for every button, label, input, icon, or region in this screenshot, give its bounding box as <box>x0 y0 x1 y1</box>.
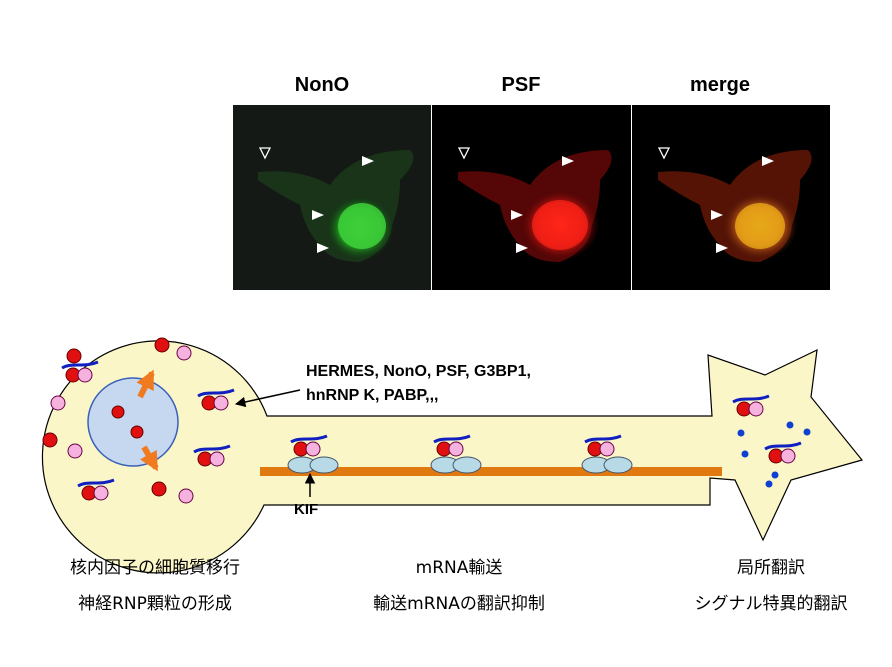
neuron-cell-body <box>41 340 864 574</box>
caption-axon-line1: mRNA輸送 <box>415 558 503 578</box>
transport-complex <box>581 434 633 474</box>
free-red-particles <box>42 337 170 497</box>
kif-label: KIF <box>294 501 318 518</box>
molecule-label-line2: hnRNP K, PABP,,, <box>306 387 438 404</box>
panel-title-nono: NonO <box>294 74 350 96</box>
caption-terminal-line2: シグナル特異的翻訳 <box>694 594 848 614</box>
rnp-granule <box>764 441 802 464</box>
molecule-label-line1: HERMES, NonO, PSF, G3BP1, <box>306 363 531 380</box>
rnp-granule <box>197 388 235 411</box>
micrograph-nono <box>233 105 431 290</box>
filled-arrowhead-icon <box>312 156 774 253</box>
nucleus <box>87 377 179 467</box>
caption-soma-line1: 核内因子の細胞質移行 <box>70 558 240 578</box>
rnp-granule <box>61 360 99 383</box>
microtubule <box>260 467 722 476</box>
export-arrows <box>136 369 159 472</box>
panel-title-merge: merge <box>689 74 751 96</box>
rnp-granule <box>732 394 770 417</box>
transport-complex <box>430 434 482 474</box>
ribosome-dots <box>737 421 811 488</box>
micrograph-merge <box>632 105 830 290</box>
nuclear-particles <box>111 405 144 439</box>
rnp-granule <box>77 478 115 501</box>
transport-complex <box>287 434 339 474</box>
panel-title-psf: PSF <box>501 74 541 96</box>
rnp-granule <box>193 444 231 467</box>
open-arrowhead-icon <box>258 147 671 160</box>
caption-terminal-line1: 局所翻訳 <box>737 558 805 578</box>
pointer-arrow <box>234 389 301 408</box>
caption-axon-line2: 輸送mRNAの翻訳抑制 <box>373 594 545 614</box>
free-pink-particles <box>50 345 194 504</box>
caption-soma-line2: 神経RNP顆粒の形成 <box>78 594 232 614</box>
micrograph-psf <box>432 105 631 290</box>
